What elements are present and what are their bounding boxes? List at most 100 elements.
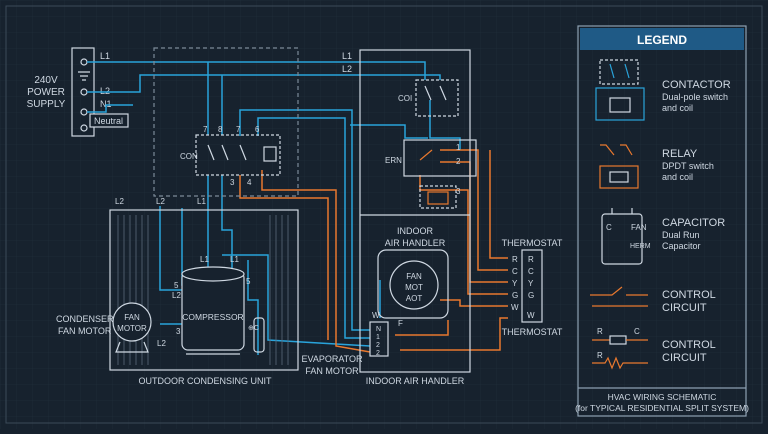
- evaporator-fan-motor: [389, 260, 439, 310]
- legend-control1-title: CONTROL: [662, 289, 716, 301]
- wire-ctrl-con-3: [239, 175, 329, 340]
- con-terminal-1: 7: [203, 125, 208, 134]
- thermostat-body: [521, 249, 543, 323]
- wire-indoor-2: [257, 117, 370, 339]
- terminal-strip: [369, 321, 389, 357]
- legend-capacitor-desc2: Capacitor: [662, 241, 701, 251]
- wire-label-l1c: L1: [230, 255, 239, 264]
- power-n1-label: N1: [100, 99, 112, 109]
- legend-footer-2: (for TYPICAL RESIDENTIAL SPLIT SYSTEM): [575, 403, 749, 413]
- contactor-coil-icon: [263, 146, 277, 162]
- power-l1-label: L1: [100, 51, 110, 61]
- relay-terminal-1: 1: [456, 143, 461, 152]
- outdoor-control-panel: [153, 47, 299, 197]
- fan-motor-text-1: FAN: [124, 313, 140, 322]
- tstat-right-c: C: [528, 267, 534, 276]
- legend-capacitor-icon: [601, 208, 643, 265]
- fan-motor-base: [115, 341, 149, 353]
- thermostat-title-bottom: THERMOSTAT: [502, 327, 563, 337]
- evap-fan-text-2: MOT: [405, 283, 423, 292]
- power-l2-label: L2: [100, 86, 110, 96]
- wire-indoor-1: [239, 109, 370, 331]
- top-l1-label: L1: [342, 51, 352, 61]
- compressor-label: COMPRESSOR: [182, 312, 243, 322]
- wire-ctrl-relay-3: [419, 175, 508, 295]
- top-l2-label: L2: [342, 64, 352, 74]
- contactor-label: CON: [180, 152, 198, 161]
- tstat-left-y: Y: [512, 279, 518, 288]
- power-title-1: 240V: [34, 75, 58, 86]
- compressor-top: [181, 266, 245, 282]
- wire-l2: [87, 74, 441, 93]
- wire-l1: [87, 61, 426, 80]
- evap-label-2: FAN MOTOR: [305, 366, 359, 376]
- power-title-3: SUPPLY: [27, 99, 66, 110]
- legend-control1-desc: CIRCUIT: [662, 302, 707, 314]
- wire-label-l2d: L2: [157, 339, 166, 348]
- strip-term-2: 1: [376, 334, 380, 341]
- legend-header-bg: [580, 28, 744, 50]
- relay-coil-icon: [427, 191, 449, 205]
- legend-control2-title: CONTROL: [662, 339, 716, 351]
- evaporator-housing: [377, 249, 449, 319]
- legend-header: LEGEND: [637, 33, 687, 47]
- wire-comp-l2: [221, 175, 233, 268]
- wire-ctrl-relay-1: [440, 149, 508, 271]
- con-terminal-bottom-1: 3: [230, 178, 235, 187]
- line-voltage-wires: [87, 61, 461, 355]
- con-terminal-bottom-2: 4: [247, 178, 252, 187]
- coil-switch-icon: [424, 85, 447, 101]
- relay-terminal-2: 2: [456, 157, 461, 166]
- tstat-left-w: W: [511, 303, 519, 312]
- relay-box: [403, 139, 477, 177]
- power-supply: 240V POWER SUPPLY L1 L2 N1 Neutral: [27, 47, 129, 137]
- wire-label-l2a: L2: [115, 197, 124, 206]
- wire-ctrl-w: [400, 317, 508, 351]
- coil-box: [415, 79, 459, 117]
- wire-l2-compressor: [159, 206, 182, 291]
- tstat-left-c: C: [512, 267, 518, 276]
- wire-ctrl-r: [489, 150, 508, 259]
- legend-ctrl-r1: R: [597, 327, 603, 336]
- handler-title-1: INDOOR: [397, 226, 434, 236]
- wire-evap: [222, 254, 371, 347]
- wire-label-5a: 5: [174, 281, 179, 290]
- outdoor-unit: CON 7 8 7 6 3 4 COMPRESSOR ⊕C FAN MOTOR …: [56, 47, 299, 386]
- legend-capacitor-desc1: Dual Run: [662, 230, 700, 240]
- condenser-fan-motor: [112, 302, 152, 342]
- neutral-tag: [89, 113, 129, 128]
- evap-fan-text-1: FAN: [406, 272, 422, 281]
- outer-frame: [5, 5, 763, 424]
- tstat-left-r: R: [512, 255, 518, 264]
- con-terminal-2: 8: [218, 125, 223, 134]
- legend-cap-herm: HERM: [630, 243, 651, 250]
- con-terminal-4: 6: [255, 125, 260, 134]
- legend-footer-1: HVAC WIRING SCHEMATIC: [608, 392, 717, 402]
- legend-ctrl-c: C: [634, 327, 640, 336]
- terminal-neutral: [80, 124, 88, 132]
- legend-relay-desc2: and coil: [662, 172, 693, 182]
- relay-terminal-3: 3: [456, 187, 461, 196]
- wire-label-l1b: L1: [200, 255, 209, 264]
- contactor-switch-icon: [207, 144, 247, 161]
- handler-title-2: AIR HANDLER: [385, 238, 446, 248]
- wire-label-l2c: L2: [172, 291, 181, 300]
- compressor-body: [181, 271, 245, 351]
- tstat-left-g: G: [512, 291, 518, 300]
- thermostat-title-top: THERMOSTAT: [502, 238, 563, 248]
- legend-capacitor-title: CAPACITOR: [662, 217, 725, 229]
- tstat-right-w: W: [527, 311, 535, 320]
- legend-control2-desc: CIRCUIT: [662, 352, 707, 364]
- tstat-right-r: R: [528, 255, 534, 264]
- legend-control-resistor-icon: [592, 335, 648, 370]
- strip-w-label: W: [372, 311, 380, 320]
- legend-relay-icon: [599, 144, 639, 189]
- legend-contactor-title: CONTACTOR: [662, 79, 731, 91]
- indoor-caption: INDOOR AIR HANDLER: [366, 376, 465, 386]
- legend-cap-c: C: [606, 223, 612, 232]
- evap-label-1: EVAPORATOR: [301, 354, 363, 364]
- wire-coil-relay: [429, 100, 461, 150]
- condenser-label-2: FAN MOTOR: [58, 326, 112, 336]
